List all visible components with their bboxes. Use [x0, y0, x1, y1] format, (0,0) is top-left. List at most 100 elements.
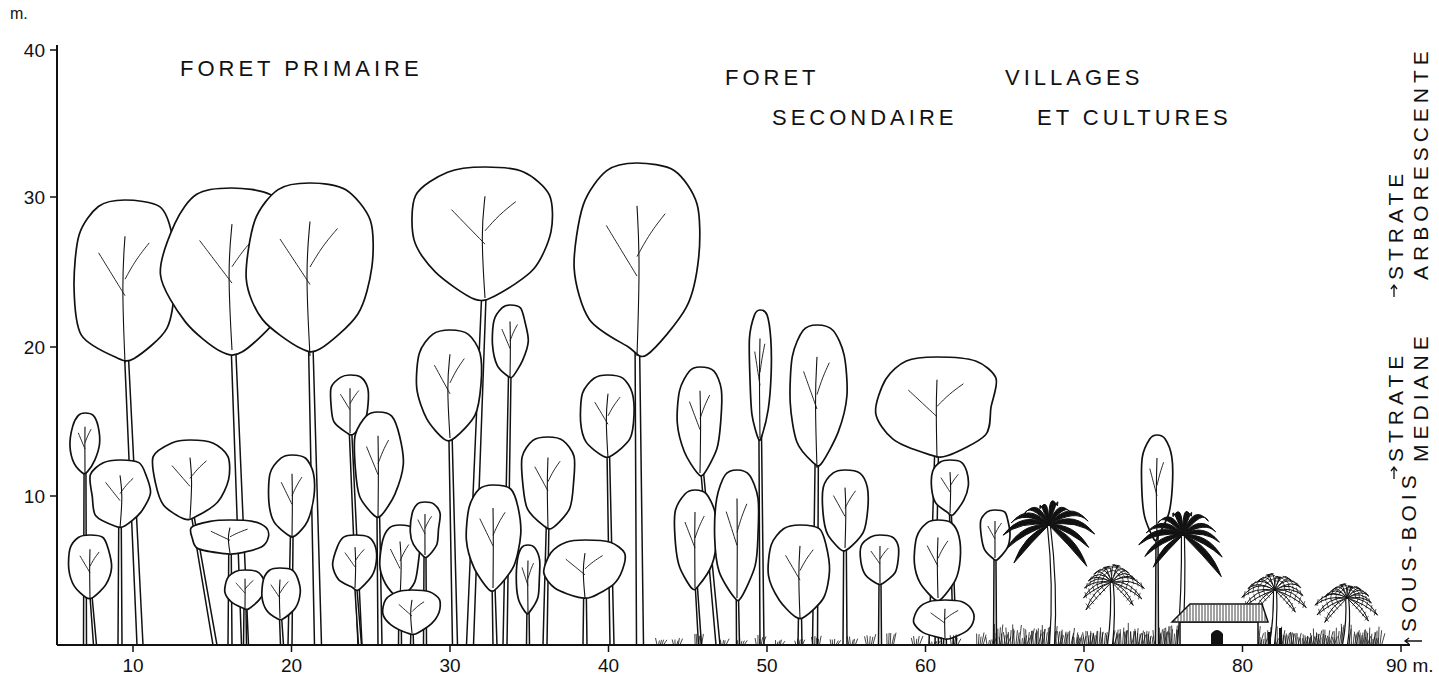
crown-branch — [366, 447, 378, 475]
grass-blade — [1168, 626, 1169, 645]
tree-crown — [70, 413, 100, 474]
grass-blade — [914, 636, 915, 645]
tree — [466, 485, 521, 645]
tree-crown — [574, 163, 700, 357]
roof-thatch — [1205, 605, 1206, 621]
axis-tick-label: 70 — [1073, 656, 1094, 675]
crown-branch — [190, 461, 207, 479]
grass-blade — [1303, 634, 1304, 645]
tree-crown — [715, 470, 759, 601]
grass-blade — [1083, 632, 1085, 645]
line-spacer — [1148, 58, 1235, 98]
crown-branch — [125, 243, 149, 279]
crown-branch — [879, 546, 880, 583]
grass-blade — [1025, 629, 1026, 645]
zone-heading: FORET PRIMAIRE — [180, 58, 423, 80]
grass-blade — [1341, 624, 1342, 645]
roof-thatch — [1175, 620, 1176, 621]
crown-branch — [450, 359, 464, 383]
crown-branch — [354, 547, 356, 588]
crown-branch — [637, 206, 639, 356]
frond-leaflet — [1300, 590, 1301, 596]
frond-leaflet — [1114, 566, 1121, 567]
crown-branch — [411, 600, 412, 633]
crown-branch — [245, 580, 253, 589]
frond-leaflet — [1362, 612, 1366, 617]
frond-leaflet — [1359, 608, 1363, 613]
grass-blade — [1010, 630, 1011, 645]
grass-blade — [1371, 634, 1372, 645]
frond-leaflet — [1090, 580, 1091, 586]
tree-crown — [913, 600, 974, 639]
grass-blade — [1146, 634, 1147, 645]
frond-leaflet — [1086, 583, 1087, 589]
frond-leaflet — [1258, 585, 1259, 592]
grass-blade — [1295, 633, 1296, 645]
palm-trunk — [1047, 525, 1055, 645]
palm-frond — [1341, 584, 1347, 598]
palm-frond — [1325, 598, 1347, 622]
hut-door — [1211, 630, 1223, 645]
frond-leaflet — [1365, 616, 1369, 621]
tree-crown — [383, 590, 441, 635]
grass-blade — [1099, 632, 1100, 645]
tree-crown — [90, 460, 151, 527]
tree — [913, 600, 974, 645]
frond-leaflet — [1089, 576, 1092, 581]
x-tick — [608, 645, 610, 652]
grass-blade — [1265, 632, 1266, 645]
palm-frond — [1183, 535, 1221, 577]
x-tick — [449, 645, 451, 652]
grass-blade — [1019, 625, 1021, 645]
crown-branch — [509, 322, 510, 379]
grass-blade — [1283, 635, 1284, 645]
grass-blade — [1077, 637, 1078, 645]
palm-tree — [1083, 565, 1144, 645]
grass-blade — [1316, 633, 1317, 645]
grass-blade — [1023, 628, 1025, 645]
grass-blade — [1069, 631, 1070, 645]
crown-branch — [606, 225, 637, 276]
x-tick — [1242, 645, 1244, 652]
crown-branch — [694, 512, 695, 588]
grass-blade — [888, 633, 890, 645]
frond-leaflet — [1331, 599, 1333, 606]
tree — [544, 540, 626, 645]
frond-leaflet — [1357, 597, 1359, 604]
frond-leaflet — [1362, 594, 1363, 599]
grass-blade — [656, 638, 657, 645]
grass-blade — [1302, 638, 1303, 645]
roof-thatch — [1202, 605, 1203, 621]
tree-crown — [914, 520, 960, 601]
grass-blade — [1372, 632, 1376, 645]
grass-blade — [1169, 626, 1171, 645]
frond-leaflet — [1337, 601, 1341, 606]
roof-thatch — [1199, 605, 1200, 621]
axis-tick-label: 20 — [24, 338, 45, 357]
tree-crown — [190, 520, 268, 554]
frond-leaflet — [1286, 580, 1290, 586]
crown-branch — [390, 549, 400, 569]
grass-blade — [1259, 626, 1261, 645]
tree-crown — [354, 412, 403, 517]
frond-leaflet — [1120, 588, 1124, 593]
frond-leaflet — [1370, 605, 1372, 612]
y-tick — [50, 495, 57, 497]
frond-leaflet — [1353, 601, 1357, 606]
crown-branch — [566, 559, 585, 575]
frond-leaflet — [1288, 585, 1289, 591]
palm-frond — [1173, 512, 1183, 535]
frond-leaflet — [1094, 579, 1095, 585]
grass-blade — [1001, 625, 1003, 645]
tree-crown — [412, 167, 553, 301]
crown-branch — [485, 202, 516, 231]
crown-branch — [845, 491, 856, 509]
grass-blade — [1135, 629, 1136, 645]
frond-leaflet — [1286, 599, 1290, 603]
roof-thatch — [1217, 605, 1218, 621]
grass-blade — [919, 636, 923, 645]
grass-blade — [1044, 629, 1046, 645]
frond-leaflet — [1260, 580, 1264, 586]
frond-leaflet — [1283, 596, 1287, 600]
grass-blade — [1118, 633, 1120, 645]
